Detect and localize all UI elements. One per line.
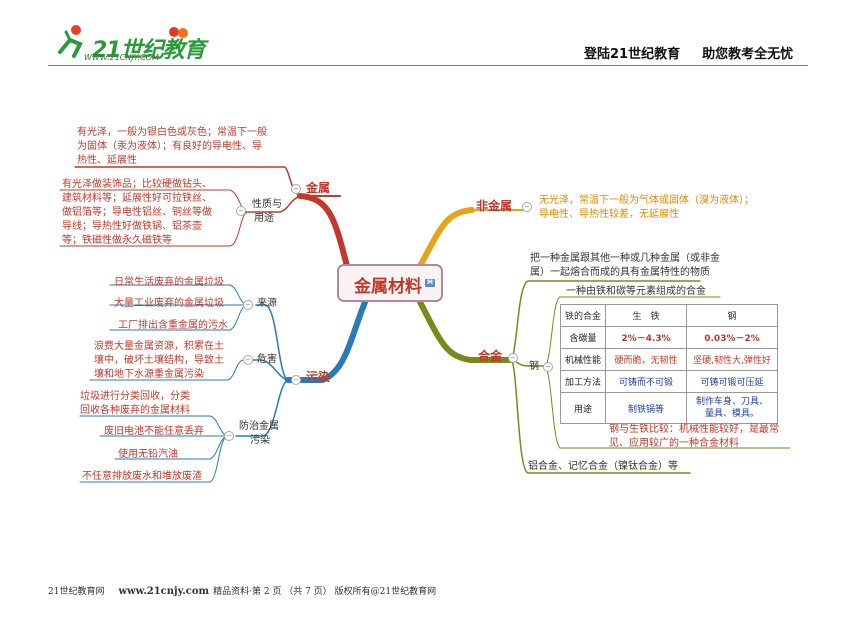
footer-url[interactable]: www.21cnjy.com — [118, 586, 210, 597]
table-row: 铁的合金 生 铁 钢 — [559, 304, 779, 327]
table-header: 铁的合金 — [559, 304, 607, 327]
table-cell: 机械性能 — [559, 348, 607, 371]
iron-alloy-table: 铁的合金 生 铁 钢 含碳量 2%－4.3% 0.03%－2% 机械性能 硬而脆… — [559, 304, 779, 424]
table-cell: 可铸而不可锻 — [605, 370, 688, 393]
laiyuan-item: 工厂排出含重金属的污水 — [118, 320, 228, 331]
logo-url: WWW.21CNJY.COM — [84, 53, 159, 62]
table-row: 加工方法 可铸而不可锻 可铸可锻可压延 — [559, 370, 779, 393]
node-fangzhi-line2: 污染 — [250, 435, 270, 446]
laiyuan-item: 大量工业废弃的金属垃圾 — [114, 298, 224, 309]
logo-icon — [58, 25, 83, 58]
logo-text: 21世纪教育 — [92, 38, 206, 63]
fangzhi-item: 使用无铅汽油 — [118, 449, 178, 460]
fangzhi-first-line1: 垃圾进行分类回收，分类 — [80, 391, 190, 402]
compare-line1: 钢与生铁比较：机械性能较好，是最常 — [609, 424, 779, 435]
node-hejin[interactable]: 合金 — [478, 349, 503, 363]
jinshu-desc-line3: 热性、延展性 — [77, 155, 137, 166]
table-cell: 2%－4.3% — [605, 326, 688, 349]
table-row: 机械性能 硬而脆，无韧性 坚硬,韧性大,弹性好 — [559, 348, 779, 371]
collapse-icon[interactable]: − — [236, 206, 246, 216]
collapse-icon[interactable]: − — [508, 353, 518, 363]
table-cell: 坚硬,韧性大,弹性好 — [686, 348, 779, 371]
table-cell: 硬而脆，无韧性 — [605, 348, 688, 371]
table-cell: 制作车身、刀具、量具、模具。 — [686, 392, 779, 424]
fangzhi-item: 不任意排放废水和堆放废渣 — [82, 471, 202, 482]
collapse-icon[interactable]: − — [243, 355, 253, 365]
xingzhi-line3: 做铝箔等；导电性铝丝、铜丝等做 — [62, 207, 212, 218]
fangzhi-item: 废旧电池不能任意丢弃 — [104, 426, 204, 437]
collapse-icon[interactable]: − — [543, 362, 553, 372]
fangzhi-first-line2: 回收各种废弃的金属材料 — [80, 405, 190, 416]
collapse-icon[interactable]: − — [243, 300, 253, 310]
xingzhi-line5: 等；铁磁性做永久磁铁等 — [62, 235, 172, 246]
collapse-icon[interactable]: − — [291, 375, 301, 385]
header-divider — [48, 65, 808, 66]
other-alloys: 铝合金、记忆合金（镍钛合金）等 — [528, 461, 678, 472]
feijinshu-desc-line2: 导电性、导热性较差，无延展性 — [539, 209, 679, 220]
xingzhi-line2: 建筑材料等；延展性好可拉铁丝、 — [62, 193, 212, 204]
node-feijinshu[interactable]: 非金属 — [476, 199, 513, 213]
tiejin-def: 一种由铁和碳等元素组成的合金 — [566, 286, 706, 297]
jinshu-desc-line1: 有光泽，一般为银白色或灰色；常温下一般 — [77, 127, 267, 138]
feijinshu-desc-line1: 无光泽，常温下一般为气体或固体（溴为液体）； — [539, 195, 754, 206]
weihai-line1: 浪费大量金属资源，积累在土 — [94, 341, 224, 352]
node-fangzhi[interactable]: 防治金属 — [239, 421, 279, 432]
laiyuan-item: 日常生活废弃的金属垃圾 — [114, 277, 224, 288]
node-laiyuan[interactable]: 来源 — [257, 298, 277, 309]
jinshu-desc-line2: 为固体（汞为液体）；有良好的导电性、导 — [77, 141, 262, 152]
node-xingzhi-line2: 用途 — [254, 213, 274, 224]
table-cell: 0.03%－2% — [686, 326, 779, 349]
table-cell: 制铁锅等 — [605, 392, 688, 424]
center-label: 金属材料 — [354, 277, 422, 297]
map-marker-icon: M — [425, 279, 435, 287]
table-cell: 可铸可锻可压延 — [686, 370, 779, 393]
collapse-icon[interactable]: − — [522, 202, 532, 212]
compare-line2: 见、应用较广的一种合金材料 — [609, 438, 739, 449]
collapse-icon[interactable]: − — [224, 431, 234, 441]
table-cell: 加工方法 — [559, 370, 607, 393]
weihai-line3: 壤和地下水源重金属污染 — [94, 369, 204, 380]
xingzhi-line1: 有光泽做装饰品；比较硬做钻头、 — [62, 179, 212, 190]
node-weihai[interactable]: 危害 — [257, 354, 277, 365]
hejin-def-line1: 把一种金属跟其他一种或几种金属（或非金 — [530, 253, 720, 264]
table-cell: 含碳量 — [559, 326, 607, 349]
header-slogan: 登陆21世纪教育助您教考全无忧 — [584, 47, 794, 62]
logo-fruit-icon — [169, 27, 188, 38]
collapse-icon[interactable]: − — [291, 184, 301, 194]
node-jinshu[interactable]: 金属 — [306, 181, 331, 195]
node-gang[interactable]: 钢 — [529, 361, 539, 372]
table-row: 含碳量 2%－4.3% 0.03%－2% — [559, 326, 779, 349]
xingzhi-line4: 导线；导热性好做铁锅、铝茶壶 — [62, 221, 202, 232]
table-row: 用途 制铁锅等 制作车身、刀具、量具、模具。 — [559, 392, 779, 424]
node-wuran[interactable]: 污染 — [306, 370, 331, 384]
weihai-line2: 壤中，破坏土壤结构，导致土 — [94, 355, 224, 366]
table-header: 生 铁 — [605, 304, 688, 327]
hejin-def-line2: 属）一起熔合而成的具有金属特性的物质 — [530, 267, 710, 278]
node-xingzhi[interactable]: 性质与 — [252, 199, 282, 210]
table-header: 钢 — [686, 304, 779, 327]
table-cell: 用途 — [559, 392, 607, 424]
